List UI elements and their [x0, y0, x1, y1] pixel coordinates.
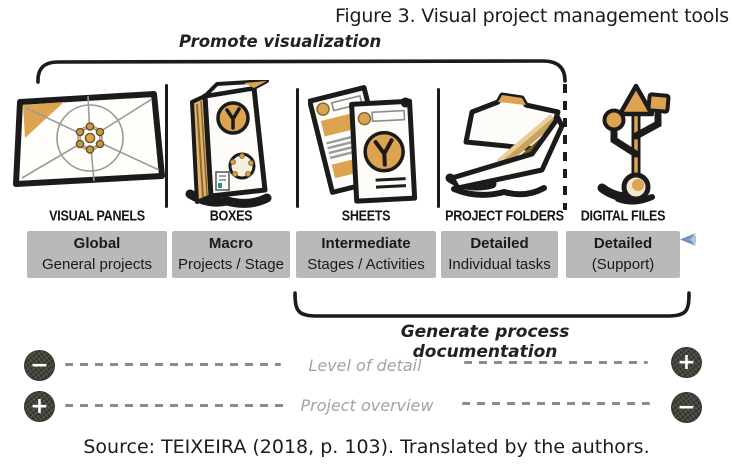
minus-button-icon: −	[24, 350, 55, 381]
level-text: Detailed	[470, 235, 529, 252]
plus-symbol: +	[30, 393, 49, 419]
level-text: Macro	[208, 235, 254, 252]
promote-visualization-bracket	[36, 59, 567, 84]
dash-line	[464, 361, 648, 364]
scope-text: Projects / Stage	[178, 256, 284, 273]
project-folder-icon	[445, 92, 565, 198]
visual-panel-icon	[13, 91, 165, 187]
minus-symbol: −	[30, 352, 49, 378]
figure-source: Source: TEIXEIRA (2018, p. 103). Transla…	[83, 436, 650, 458]
scope-text: (Support)	[591, 256, 655, 273]
scope-text: Stages / Activities	[307, 256, 425, 273]
box-icon	[185, 80, 272, 208]
scope-text: General projects	[41, 256, 153, 273]
level-of-detail-label: Level of detail	[308, 356, 422, 375]
scope-text: Individual tasks	[448, 256, 551, 273]
separator-1	[165, 84, 168, 208]
minus-symbol: −	[677, 394, 696, 420]
tool-label-digital-files: DIGITAL FILES	[580, 206, 666, 224]
plus-symbol: +	[677, 349, 696, 375]
promote-visualization-label: Promote visualization	[179, 32, 382, 51]
dash-line	[65, 404, 285, 407]
tool-label-project-folders: PROJECT FOLDERS	[445, 206, 564, 224]
plus-button-icon: +	[24, 391, 55, 422]
level-text: Global	[73, 235, 121, 252]
level-text: Intermediate	[321, 235, 411, 252]
project-overview-label: Project overview	[300, 396, 434, 415]
dash-line	[65, 363, 281, 366]
figure-title: Figure 3. Visual project management tool…	[335, 5, 729, 27]
level-box-sheets: Intermediate Stages / Activities	[296, 231, 436, 278]
tool-label-boxes: BOXES	[209, 206, 253, 224]
separator-3	[437, 88, 440, 208]
cursor-arrow-icon	[680, 233, 696, 246]
separator-dashed	[563, 84, 567, 210]
plus-button-icon: +	[671, 347, 702, 378]
dash-line	[462, 402, 650, 405]
minus-button-icon: −	[671, 392, 702, 423]
level-box-visual-panels: Global General projects	[27, 231, 167, 278]
generate-documentation-bracket	[293, 291, 691, 318]
separator-2	[296, 88, 299, 208]
sheets-icon	[308, 85, 418, 204]
level-box-boxes: Macro Projects / Stage	[172, 231, 290, 278]
tool-label-visual-panels: VISUAL PANELS	[49, 206, 145, 224]
level-text: Detailed	[593, 235, 653, 252]
usb-icon	[597, 83, 671, 205]
generate-documentation-label: Generate process documentation	[400, 322, 570, 362]
tool-label-sheets: SHEETS	[341, 206, 391, 224]
level-box-digital-files: Detailed (Support)	[566, 231, 680, 278]
level-box-project-folders: Detailed Individual tasks	[441, 231, 558, 278]
